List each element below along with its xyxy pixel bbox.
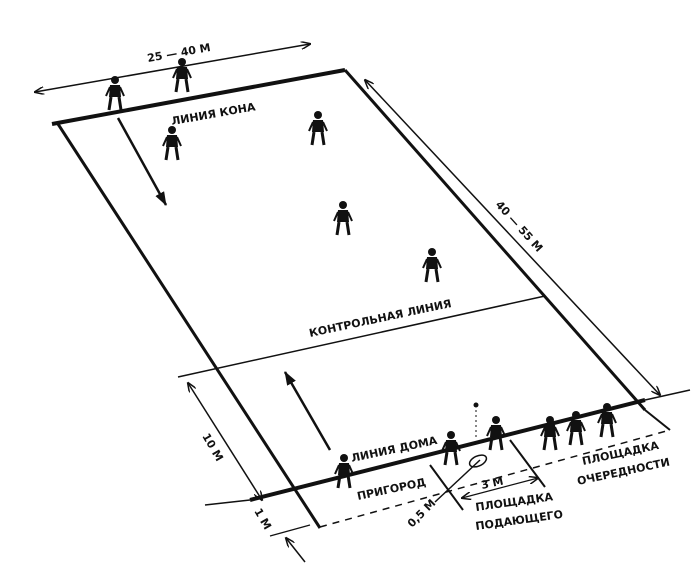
home-line-label: ЛИНИЯ ДОМА bbox=[350, 434, 439, 465]
left-sideline bbox=[56, 123, 322, 529]
control-line-label: КОНТРОЛЬНАЯ ЛИНИЯ bbox=[308, 297, 453, 340]
kon-line-label: ЛИНИЯ КОНА bbox=[170, 100, 257, 128]
player-figure bbox=[104, 74, 126, 112]
player-figure bbox=[421, 246, 443, 284]
queue-tail-line bbox=[644, 409, 671, 431]
player-figure bbox=[485, 414, 507, 452]
player-figure bbox=[307, 109, 329, 147]
player-figure bbox=[332, 199, 354, 237]
server-width-label: 3 М bbox=[480, 475, 505, 492]
server-left-line bbox=[429, 464, 464, 511]
serve-circle bbox=[468, 454, 488, 468]
server-right-line bbox=[509, 439, 546, 488]
ball bbox=[473, 402, 479, 408]
home-line-ext-right bbox=[644, 389, 691, 401]
behind-line-label: 1 М bbox=[251, 506, 273, 532]
width-dimension-arrow bbox=[35, 44, 310, 92]
behind-line-arrow bbox=[286, 538, 306, 563]
control-line bbox=[177, 295, 546, 378]
prigorod-label: ПРИГОРОД bbox=[356, 476, 427, 503]
run-arrow-up bbox=[283, 371, 332, 451]
player-figure bbox=[171, 56, 193, 94]
run-arrow-down bbox=[116, 117, 168, 206]
player-figure bbox=[333, 452, 355, 490]
server-width-arrow bbox=[462, 478, 538, 498]
rear-dashed-line bbox=[319, 429, 671, 528]
right-sideline bbox=[343, 69, 647, 411]
length-dimension-arrow bbox=[365, 80, 660, 395]
player-figure bbox=[161, 124, 183, 162]
home-zone-dimension-arrow bbox=[188, 383, 262, 500]
home-line-ext bbox=[204, 499, 251, 506]
behind-line-tick-1 bbox=[269, 524, 311, 537]
